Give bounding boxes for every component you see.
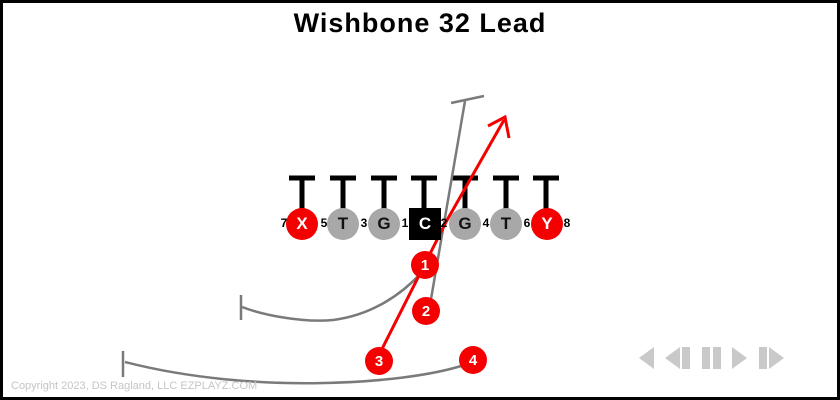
hole-number-6: 6 [523, 216, 531, 230]
hole-number-7: 7 [280, 216, 288, 230]
back4-path [121, 351, 462, 385]
lineman-tight-end-y: Y [531, 208, 563, 240]
hole-number-5: 5 [320, 216, 328, 230]
play-icon [732, 347, 747, 369]
copyright-text: Copyright 2023, DS Ragland, LLC EZPLAYZ.… [11, 380, 258, 392]
ballcarrier-route-arrow [378, 114, 511, 354]
pause-icon [702, 347, 721, 369]
pause-button[interactable] [700, 345, 722, 371]
routes-layer [121, 94, 559, 385]
rewind-icon [639, 347, 654, 369]
back-2-fullback: 2 [412, 297, 440, 325]
playback-controls [637, 345, 785, 371]
hole-number-2: 2 [440, 216, 448, 230]
step-forward-button[interactable] [758, 345, 785, 371]
back-1-quarterback: 1 [411, 251, 439, 279]
back-4-right-halfback: 4 [459, 346, 487, 374]
hole-number-8: 8 [563, 216, 571, 230]
lineman-right-tackle: T [490, 208, 522, 240]
rewind-button[interactable] [637, 345, 655, 371]
lineman-left-guard: G [368, 208, 400, 240]
step-back-icon [665, 347, 690, 369]
hole-number-4: 4 [482, 216, 490, 230]
step-back-button[interactable] [664, 345, 691, 371]
lineman-left-tackle: T [327, 208, 359, 240]
lineman-right-guard: G [449, 208, 481, 240]
lineman-center: C [409, 208, 441, 240]
hole-number-1: 1 [401, 216, 409, 230]
qb-path [239, 272, 422, 322]
step-forward-icon [759, 347, 784, 369]
back-3-left-halfback: 3 [365, 347, 393, 375]
play-button[interactable] [731, 345, 749, 371]
play-title: Wishbone 32 Lead [293, 8, 547, 38]
hole-number-3: 3 [360, 216, 368, 230]
lineman-split-end-x: X [286, 208, 318, 240]
defender-t-markers [289, 175, 559, 210]
